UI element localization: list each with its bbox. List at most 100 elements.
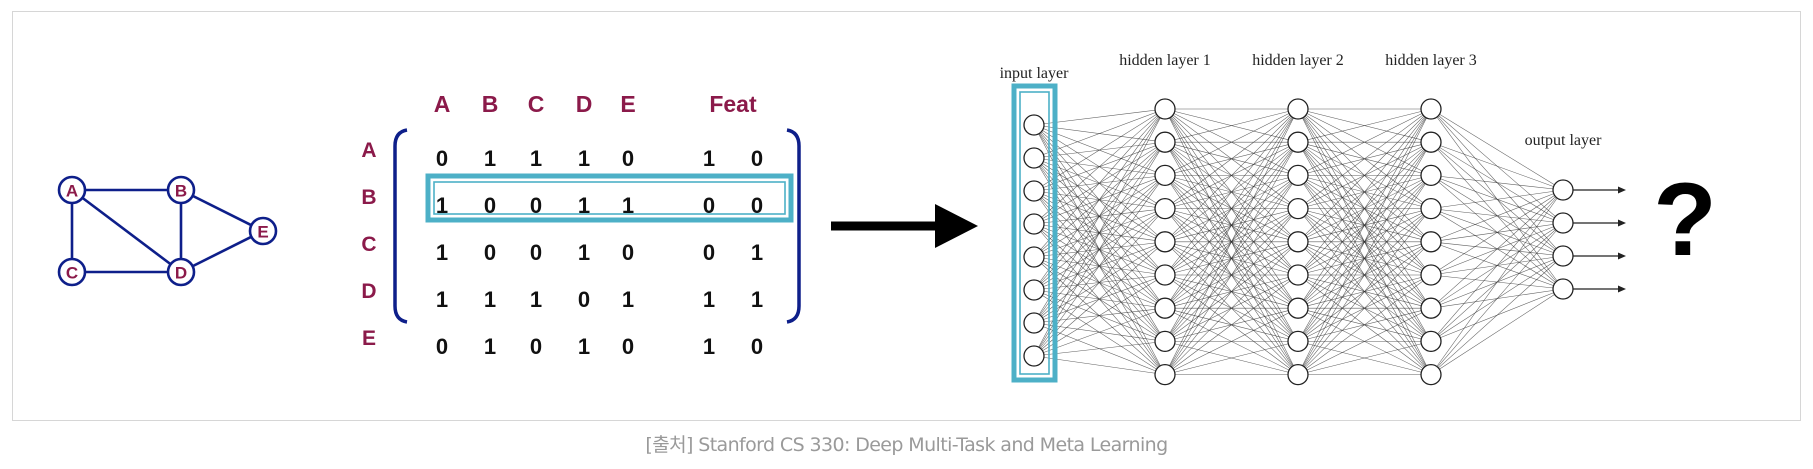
nn-connection [1164,274,1299,375]
question-mark: ? [1653,162,1717,278]
matrix-cell: 1 [703,287,715,312]
matrix-cell: 1 [703,334,715,359]
matrix-cell: 1 [622,287,634,312]
nn-connection [1164,142,1299,375]
matrix-cell: 1 [578,240,590,265]
matrix-cell: 0 [436,334,448,359]
matrix-cell: 1 [751,240,763,265]
nn-connection [1164,108,1299,375]
nn-output-arrowhead [1618,285,1626,293]
matrix-cell: 1 [484,146,496,171]
graph-node-label-e: E [257,223,268,242]
nn-connection [1297,274,1432,375]
input-layer-highlight-box [1011,83,1058,383]
matrix-cell: 0 [751,193,763,218]
nn-connection [1297,108,1432,242]
matrix-cell: 1 [484,334,496,359]
highlighted-row-inner-line [433,181,786,215]
matrix-cell: 1 [578,193,590,218]
nn-connection [1297,108,1432,143]
nn-connection [1430,108,1564,191]
nn-neuron-input [1023,147,1045,169]
nn-neuron-hidden1 [1154,264,1176,286]
nn-output-arrowhead [1618,252,1626,260]
nn-neuron-hidden1 [1154,363,1176,386]
matrix-row-header-a: A [361,139,376,162]
nn-neuron-output [1552,212,1574,234]
nn-connection [1164,175,1299,375]
matrix-cell: 0 [703,240,715,265]
nn-connection [1164,341,1299,375]
nn-neuron-hidden2 [1287,164,1309,187]
nn-neuron-input [1023,279,1045,301]
nn-connection [1164,108,1299,242]
nn-connection [1164,108,1299,209]
nn-neuron-hidden3 [1420,363,1442,386]
nn-neuron-hidden2 [1287,231,1309,253]
matrix-col-header-c: C [528,91,545,117]
nn-connection [1430,189,1564,276]
nn-neuron-hidden1 [1154,231,1176,253]
nn-neuron-hidden1 [1154,297,1176,319]
nn-neuron-hidden3 [1420,297,1442,319]
nn-connection [1430,189,1564,375]
nn-connection [1164,108,1299,276]
graph-node-c [57,257,87,287]
matrix-cell: 1 [436,287,448,312]
nn-connection [1430,255,1564,375]
matrix-cell: 1 [484,287,496,312]
nn-connection [1430,189,1564,342]
highlighted-row-box [425,173,794,223]
nn-connection [1297,108,1432,209]
graph-edge-b-e [180,188,264,233]
nn-neuron-input [1023,345,1045,367]
matrix-col-header-e: E [620,91,635,117]
nn-neuron-hidden2 [1287,264,1309,286]
matrix-left-bracket [393,128,408,324]
graph-node-b [166,175,196,205]
nn-neuron-hidden3 [1420,98,1442,120]
nn-connections [1033,108,1564,375]
matrix-cell: 0 [484,240,496,265]
matrix-cell: 0 [622,334,634,359]
nn-connection [1297,241,1432,375]
nn-output-arrowhead [1618,186,1626,194]
matrix-cell: 0 [622,146,634,171]
nn-neuron-input [1023,213,1045,235]
nn-connection [1430,189,1564,309]
nn-connection [1164,208,1299,375]
nn-connection [1297,108,1432,342]
nn-neuron-hidden1 [1154,164,1176,187]
matrix-col-header-b: B [482,91,499,117]
nn-neuron-hidden2 [1287,363,1309,386]
nn-connection [1430,189,1564,243]
nn-connection [1297,307,1432,375]
matrix-row-header-e: E [362,327,376,350]
nn-neuron-hidden3 [1420,197,1442,220]
matrix-cell: 1 [530,146,542,171]
nn-output-arrowhead [1618,219,1626,227]
matrix-col-header-a: A [434,91,451,117]
matrix-cell: 0 [530,193,542,218]
matrix-cell: 0 [530,240,542,265]
output-layer-label: output layer [1525,132,1603,149]
nn-neuron-hidden2 [1287,131,1309,153]
matrix-cell: 0 [578,287,590,312]
matrix-row-header-d: D [361,280,376,303]
matrix-cell: 0 [530,334,542,359]
matrix-cell: 1 [578,146,590,171]
graph-node-a [57,175,87,205]
graph-node-label-d: D [175,264,187,283]
nn-connection [1297,208,1432,375]
nn-neuron-output [1552,245,1574,267]
matrix-row-header-c: C [361,233,376,256]
nn-neuron-hidden3 [1420,164,1442,187]
input-layer-label: input layer [1000,65,1070,82]
nn-neuron-input [1023,180,1045,202]
nn-connection [1430,288,1564,375]
matrix-row-header-b: B [361,186,376,209]
matrix-cell: 0 [751,146,763,171]
